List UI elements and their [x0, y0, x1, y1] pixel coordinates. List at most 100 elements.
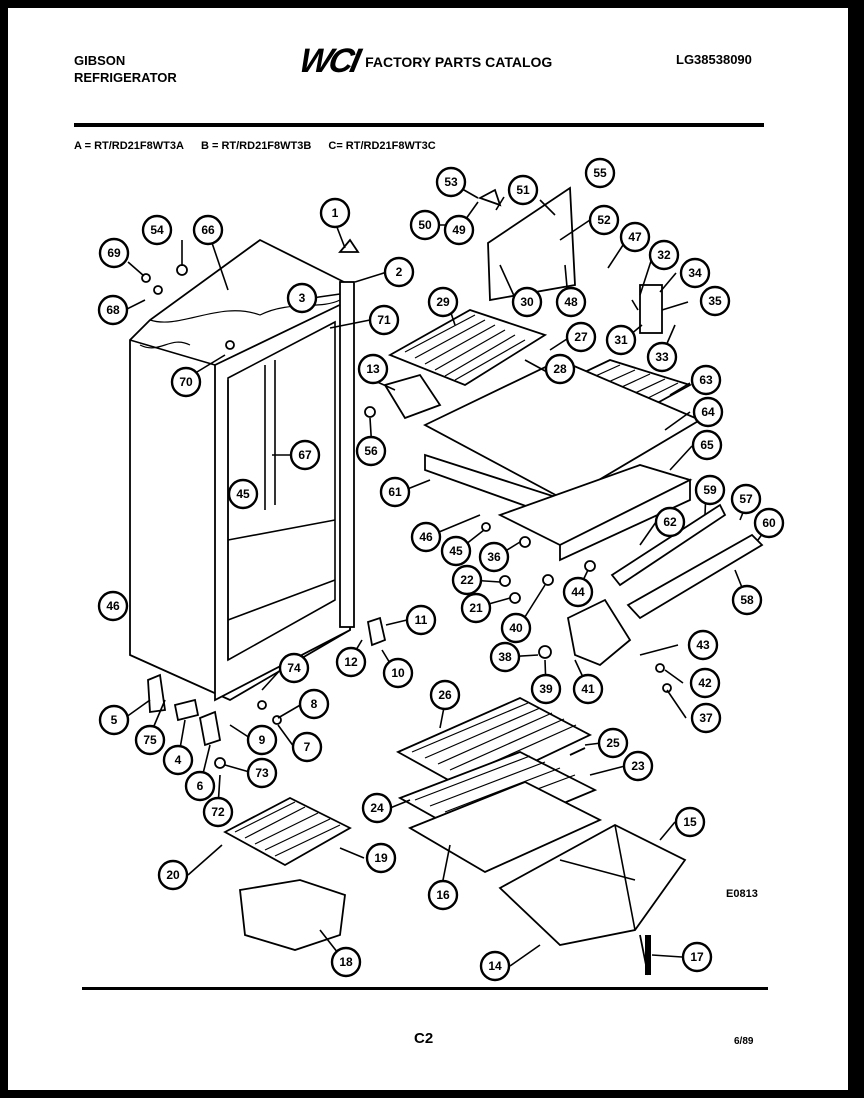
svg-text:6: 6 [197, 779, 204, 793]
callout-9: 9 [246, 724, 278, 756]
callout-61: 61 [379, 476, 411, 508]
callout-73: 73 [246, 757, 278, 789]
footer-rule [82, 987, 768, 990]
svg-text:69: 69 [107, 246, 121, 260]
svg-text:33: 33 [655, 350, 669, 364]
callout-42: 42 [689, 667, 721, 699]
model-a: A = RT/RD21F8WT3A [74, 140, 184, 152]
svg-text:68: 68 [106, 303, 120, 317]
svg-text:18: 18 [339, 955, 353, 969]
callout-25: 25 [597, 727, 629, 759]
callout-74: 74 [278, 652, 310, 684]
brand-block: GIBSON REFRIGERATOR [74, 52, 177, 86]
brand-name: GIBSON [74, 53, 126, 68]
callout-45b: 45 [440, 535, 472, 567]
callout-56: 56 [355, 435, 387, 467]
callout-51: 51 [507, 174, 539, 206]
svg-text:62: 62 [663, 515, 677, 529]
product-type: REFRIGERATOR [74, 70, 177, 85]
callout-46a: 46 [410, 521, 442, 553]
callout-62: 62 [654, 506, 686, 538]
svg-text:27: 27 [574, 330, 588, 344]
catalog-title: FACTORY PARTS CATALOG [365, 53, 553, 70]
svg-text:36: 36 [487, 550, 501, 564]
callout-53: 53 [435, 166, 467, 198]
svg-text:61: 61 [388, 485, 402, 499]
svg-text:17: 17 [690, 950, 704, 964]
svg-text:53: 53 [444, 175, 458, 189]
callout-54: 54 [141, 214, 173, 246]
callout-44: 44 [562, 576, 594, 608]
callout-46b: 46 [97, 590, 129, 622]
callout-64: 64 [692, 396, 724, 428]
callout-70: 70 [170, 366, 202, 398]
svg-text:75: 75 [143, 733, 157, 747]
callout-38: 38 [489, 641, 521, 673]
svg-text:40: 40 [509, 621, 523, 635]
catalog-number: LG38538090 [676, 52, 752, 67]
callout-48: 48 [555, 286, 587, 318]
svg-text:45: 45 [449, 544, 463, 558]
svg-text:2: 2 [396, 265, 403, 279]
svg-text:73: 73 [255, 766, 269, 780]
callout-13: 13 [357, 353, 389, 385]
svg-text:47: 47 [628, 230, 642, 244]
callout-65: 65 [691, 429, 723, 461]
svg-text:25: 25 [606, 736, 620, 750]
callout-55: 55 [584, 157, 616, 189]
callout-21: 21 [460, 592, 492, 624]
svg-text:34: 34 [688, 266, 702, 280]
svg-text:72: 72 [211, 805, 225, 819]
callout-72: 72 [202, 796, 234, 828]
svg-text:5: 5 [111, 713, 118, 727]
svg-text:56: 56 [364, 444, 378, 458]
callout-43: 43 [687, 629, 719, 661]
callout-47: 47 [619, 221, 651, 253]
svg-text:42: 42 [698, 676, 712, 690]
svg-text:19: 19 [374, 851, 388, 865]
svg-text:46: 46 [106, 599, 120, 613]
svg-text:12: 12 [344, 655, 358, 669]
svg-text:23: 23 [631, 759, 645, 773]
callout-59: 59 [694, 474, 726, 506]
callout-11: 11 [405, 604, 437, 636]
svg-text:4: 4 [175, 753, 182, 767]
svg-text:41: 41 [581, 682, 595, 696]
svg-text:3: 3 [299, 291, 306, 305]
callout-69: 69 [98, 237, 130, 269]
svg-text:60: 60 [762, 516, 776, 530]
callout-57: 57 [730, 483, 762, 515]
callout-20: 20 [157, 859, 189, 891]
callout-37: 37 [690, 702, 722, 734]
callout-39: 39 [530, 673, 562, 705]
svg-text:50: 50 [418, 218, 432, 232]
callout-28: 28 [544, 353, 576, 385]
callout-29: 29 [427, 286, 459, 318]
callout-40: 40 [500, 612, 532, 644]
svg-text:11: 11 [415, 613, 428, 627]
svg-text:22: 22 [460, 573, 474, 587]
callout-68: 68 [97, 294, 129, 326]
svg-text:64: 64 [701, 405, 715, 419]
svg-text:10: 10 [391, 666, 405, 680]
svg-text:44: 44 [571, 585, 585, 599]
svg-text:37: 37 [699, 711, 713, 725]
hardware-drawing [141, 188, 672, 769]
svg-text:51: 51 [516, 183, 530, 197]
svg-text:24: 24 [370, 801, 384, 815]
callout-17: 17 [681, 941, 713, 973]
callout-32: 32 [648, 239, 680, 271]
callout-66: 66 [192, 214, 224, 246]
svg-text:67: 67 [298, 448, 312, 462]
svg-text:43: 43 [696, 638, 710, 652]
callout-49: 49 [443, 214, 475, 246]
callout-18: 18 [330, 946, 362, 978]
svg-text:52: 52 [597, 213, 611, 227]
svg-text:58: 58 [740, 593, 754, 607]
callout-26: 26 [429, 679, 461, 711]
svg-text:46: 46 [419, 530, 433, 544]
svg-text:26: 26 [438, 688, 452, 702]
svg-text:8: 8 [311, 697, 318, 711]
callout-10: 10 [382, 657, 414, 689]
